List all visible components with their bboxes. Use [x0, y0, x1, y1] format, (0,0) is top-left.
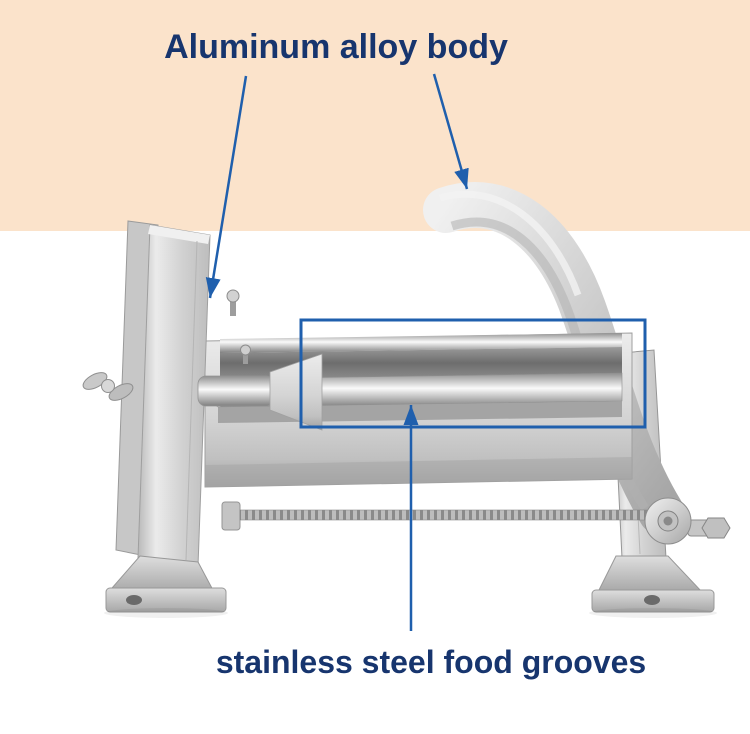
- arrow-to-handle-icon: [432, 73, 469, 190]
- threaded-rod: [221, 501, 661, 531]
- plate-screws: [226, 289, 251, 364]
- top-background-band: [0, 0, 750, 231]
- left-foot: [105, 555, 227, 613]
- pusher-plate: [115, 220, 211, 567]
- pivot-bolt: [701, 517, 731, 539]
- shadow: [589, 608, 717, 618]
- machine: [82, 182, 731, 618]
- label-stainless-steel-food-grooves: stainless steel food grooves: [215, 644, 647, 680]
- mounting-hole: [126, 595, 142, 605]
- label-aluminum-alloy-body: Aluminum alloy body: [164, 28, 508, 66]
- mounting-hole: [644, 595, 660, 605]
- shadow: [104, 608, 228, 618]
- wing-nut: [82, 372, 134, 401]
- right-foot: [591, 555, 715, 613]
- handle-pivot: [644, 497, 731, 545]
- grooves-highlight-box: [299, 318, 647, 429]
- pusher-shaft: [197, 353, 323, 431]
- arrow-to-body-icon: [205, 75, 248, 299]
